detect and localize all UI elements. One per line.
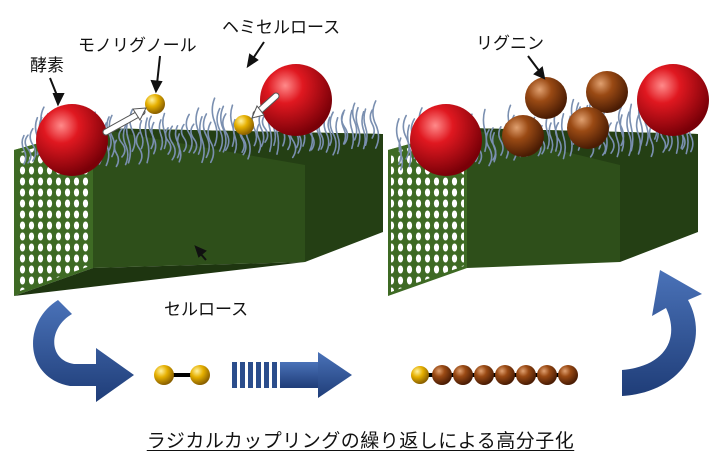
hemicellulose-strand xyxy=(144,117,150,164)
block-front-face xyxy=(467,128,698,268)
pointer-arrow xyxy=(49,41,265,261)
hemicellulose-strand xyxy=(485,129,493,167)
hemicellulose-strand xyxy=(628,103,634,152)
hemicellulose-strand xyxy=(195,107,202,155)
hemicellulose-strand xyxy=(190,123,198,154)
hemicellulose-strand xyxy=(372,100,380,149)
hemicellulose-strand xyxy=(402,114,410,160)
hemicellulose-strand xyxy=(554,122,562,157)
hemicellulose-strand xyxy=(340,109,349,145)
label-cellulose: セルロース xyxy=(164,300,249,320)
hemicellulose-strand xyxy=(335,116,341,155)
label-lignin: リグニン xyxy=(476,34,544,54)
label-enzyme: 酵素 xyxy=(30,56,64,76)
hemicellulose-strand xyxy=(216,107,224,152)
hemicellulose-strand xyxy=(113,139,120,168)
hemicellulose-strand xyxy=(207,121,215,164)
block-front-face xyxy=(93,128,383,268)
hemicellulose-strand xyxy=(168,125,176,161)
hemicellulose-strand xyxy=(150,121,157,155)
hemicellulose-strand xyxy=(349,109,355,150)
hemicellulose-strand xyxy=(185,113,193,154)
hemicellulose-strand xyxy=(648,125,654,158)
label-monolignol: モノリグノール xyxy=(78,36,197,56)
lignin-polymer-chain xyxy=(411,365,578,385)
hemicellulose-strand xyxy=(329,111,337,156)
hemicellulose-strand xyxy=(498,126,504,156)
hemicellulose-strand xyxy=(363,108,368,147)
hemicellulose-strand xyxy=(482,108,488,153)
monolignol-dimer xyxy=(154,365,210,385)
hemicellulose-strand xyxy=(211,97,218,147)
hemicellulose-strand xyxy=(626,111,632,157)
hemicellulose-strand xyxy=(261,114,269,143)
hemicellulose-strand xyxy=(202,113,211,159)
curved-arrow-right xyxy=(622,270,702,396)
hemicellulose-strand xyxy=(619,114,625,152)
hemicellulose-strand xyxy=(135,131,143,165)
hemicellulose-strand xyxy=(139,120,144,150)
hemicellulose-strand xyxy=(221,113,230,152)
white-arrow xyxy=(251,92,280,119)
hemicellulose-strand xyxy=(29,127,37,162)
hemicellulose-strand xyxy=(158,119,164,151)
hemicellulose-strand xyxy=(614,121,620,158)
enzyme-sphere xyxy=(637,64,709,136)
hemicellulose-strand xyxy=(21,134,27,165)
lignin-sphere xyxy=(567,107,609,149)
hemicellulose-strand xyxy=(256,123,262,154)
lignin-sphere xyxy=(502,115,544,157)
hemicellulose-strand xyxy=(398,137,404,171)
hemicellulose-strand xyxy=(327,116,333,147)
process-arrow xyxy=(232,352,352,398)
hemicellulose-strand xyxy=(548,122,554,154)
hemicellulose-strand xyxy=(351,102,358,141)
monolignol-sphere xyxy=(234,115,254,135)
hemicellulose-strand xyxy=(560,113,567,160)
monolignol-sphere xyxy=(145,94,165,114)
lignin-sphere xyxy=(525,77,567,119)
caption: ラジカルカップリングの繰り返しによる高分子化 xyxy=(146,430,575,452)
enzyme-sphere xyxy=(36,104,108,176)
hemicellulose-strand xyxy=(232,118,238,154)
block-end-face xyxy=(467,128,698,262)
pointer-arrow xyxy=(527,55,546,80)
hemicellulose-strand xyxy=(355,106,361,148)
hemicellulose-strand xyxy=(108,114,116,158)
white-arrow xyxy=(102,107,147,136)
block-end-face xyxy=(93,128,383,262)
hemicellulose-strand xyxy=(176,133,182,163)
hemicellulose-strand xyxy=(491,132,497,163)
hemicellulose-strand xyxy=(161,112,167,150)
hemicellulose-strand xyxy=(406,124,412,168)
label-hemicellulose: ヘミセルロース xyxy=(222,18,341,38)
hemicellulose-strand xyxy=(122,124,129,166)
hemicellulose-strand xyxy=(24,134,32,164)
enzyme-sphere xyxy=(260,64,332,136)
enzyme-sphere xyxy=(410,104,482,176)
hemicellulose-strand xyxy=(118,128,126,158)
curved-arrow-left xyxy=(33,300,134,402)
lignin-sphere xyxy=(586,71,628,113)
hemicellulose-strand xyxy=(635,114,642,155)
hemicellulose-strand xyxy=(180,123,188,153)
hemicellulose-strand xyxy=(369,109,375,139)
hemicellulose-strand xyxy=(361,110,367,150)
hemicellulose-strand xyxy=(164,127,172,155)
hemicellulose-strand xyxy=(229,104,235,147)
hemicellulose-strand xyxy=(199,116,205,164)
hemicellulose-strand xyxy=(545,115,550,150)
